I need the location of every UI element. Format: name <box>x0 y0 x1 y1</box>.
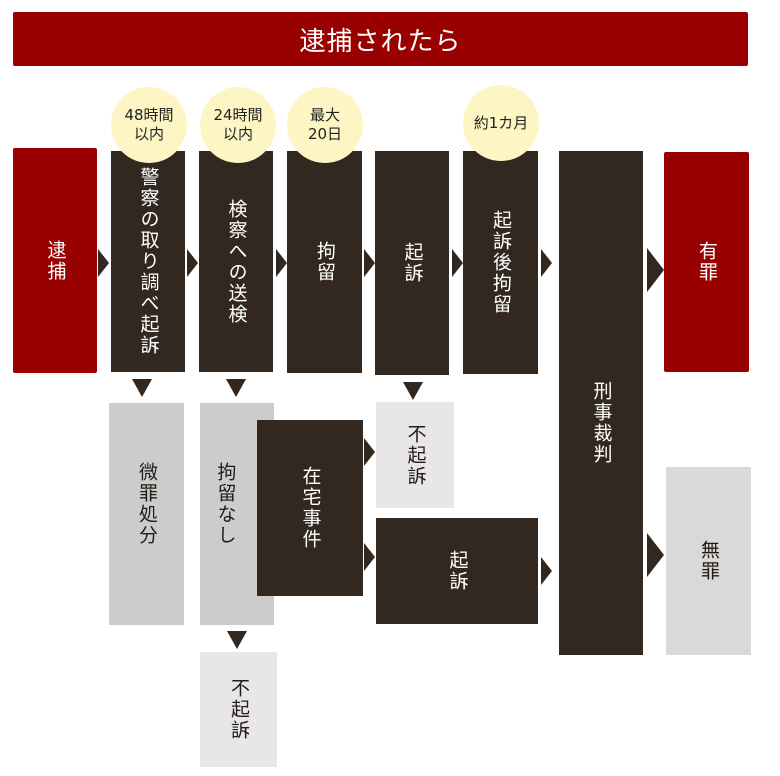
timing-badge-24h: 24時間 以内 <box>200 87 276 163</box>
title-text: 逮捕されたら <box>299 26 462 57</box>
branch-at-home-case: 在宅事件 <box>257 420 363 596</box>
timing-badge-1month: 約1カ月 <box>463 85 539 161</box>
step-label: 逮捕 <box>44 239 67 282</box>
step-label: 起訴 <box>401 242 424 284</box>
arrow-right-icon <box>452 249 463 277</box>
arrow-right-icon <box>364 543 375 571</box>
timing-badge-48h: 48時間 以内 <box>111 87 187 163</box>
outcome-label: 無罪 <box>698 540 720 582</box>
branch-non-prosecution-bottom: 不起訴 <box>200 652 277 767</box>
arrow-right-icon <box>364 249 375 277</box>
title-bar: 逮捕されたら <box>13 12 748 66</box>
badge-line: 24時間 <box>213 106 263 124</box>
arrow-right-icon <box>647 248 664 292</box>
step-criminal-trial: 刑事裁判 <box>559 151 643 655</box>
timing-badge-20days: 最大 20日 <box>287 87 363 163</box>
step-police-investigation: 警察の取り調べ起訴 <box>111 151 185 372</box>
arrow-right-icon <box>541 249 552 277</box>
arrow-right-icon <box>541 557 552 585</box>
branch-label: 不起訴 <box>228 678 250 741</box>
badge-line: 約1カ月 <box>473 113 529 132</box>
step-label: 起訴後拘留 <box>490 210 512 315</box>
step-label: 検察への送検 <box>225 198 248 325</box>
arrow-down-icon <box>226 379 246 397</box>
arrow-down-icon <box>403 382 423 400</box>
branch-minor-offense: 微罪処分 <box>109 403 184 625</box>
step-arrest: 逮捕 <box>13 148 97 373</box>
arrow-down-icon <box>227 631 247 649</box>
arrow-right-icon <box>276 249 287 277</box>
arrow-down-icon <box>132 379 152 397</box>
branch-label: 在宅事件 <box>299 466 322 550</box>
step-label: 刑事裁判 <box>590 381 613 465</box>
arrow-right-icon <box>98 249 109 277</box>
arrow-right-icon <box>647 533 664 577</box>
arrow-right-icon <box>364 438 375 466</box>
branch-label: 不起訴 <box>404 423 427 487</box>
step-label: 拘留 <box>314 241 336 283</box>
step-label: 警察の取り調べ起訴 <box>137 167 160 356</box>
step-indictment: 起訴 <box>375 151 449 375</box>
badge-line: 最大 <box>309 106 340 124</box>
branch-prosecution: 起訴 <box>376 518 538 624</box>
step-post-indictment-detention: 起訴後拘留 <box>463 151 538 374</box>
outcome-guilty: 有罪 <box>664 152 749 372</box>
arrow-right-icon <box>187 249 198 277</box>
branch-label: 拘留なし <box>214 462 237 546</box>
branch-non-prosecution: 不起訴 <box>376 402 454 508</box>
branch-label: 微罪処分 <box>136 462 158 546</box>
badge-line: 以内 <box>222 125 253 143</box>
branch-label: 起訴 <box>446 550 469 592</box>
badge-line: 20日 <box>307 125 343 143</box>
badge-line: 以内 <box>133 125 164 143</box>
badge-line: 48時間 <box>124 106 174 124</box>
step-detention: 拘留 <box>287 151 362 373</box>
outcome-not-guilty: 無罪 <box>666 467 751 655</box>
outcome-label: 有罪 <box>696 241 718 283</box>
step-referral-to-prosecutor: 検察への送検 <box>199 151 273 372</box>
